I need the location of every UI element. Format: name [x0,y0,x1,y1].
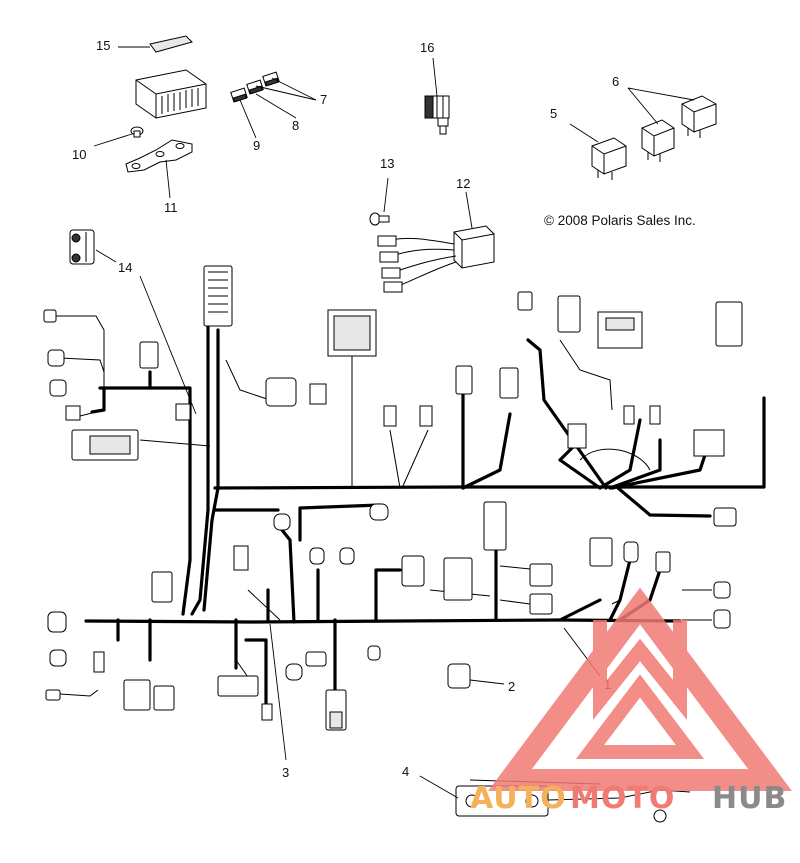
callout-12: 12 [456,176,470,191]
relay-6b [681,95,717,138]
relay-5 [591,137,627,180]
screw [130,126,144,138]
diode-module [424,95,450,135]
copyright-text: © 2008 Polaris Sales Inc. [544,213,696,228]
callout-4: 4 [402,764,409,779]
callout-7: 7 [320,92,327,107]
callout-14: 14 [118,260,132,275]
harness-connectors [43,265,743,731]
thin-wires [56,315,712,785]
callout-13: 13 [380,156,394,171]
switch-14 [69,229,95,265]
callout-9: 9 [253,138,260,153]
watermark-auto: AUTO [470,781,567,816]
callout-labels: 1 2 3 4 5 6 7 8 9 10 11 12 13 14 15 16 [72,38,619,780]
callout-16: 16 [420,40,434,55]
callout-3: 3 [282,765,289,780]
ground-screw [369,212,390,226]
automotohub-watermark-logo [488,587,792,791]
automotohub-watermark-text: AUTO MOTO HUB [470,781,787,816]
fuse-box-bracket [125,139,193,173]
callout-2: 2 [508,679,515,694]
callout-15: 15 [96,38,110,53]
watermark-hub: HUB [712,781,787,816]
callout-8: 8 [292,118,299,133]
relay-6a [641,119,675,162]
watermark-moto: MOTO [570,781,675,816]
control-module [377,225,495,293]
fuse-box [135,35,207,119]
callout-5: 5 [550,106,557,121]
callout-11: 11 [164,200,178,215]
callout-leaders [93,46,695,799]
fuses [230,71,280,103]
callout-6: 6 [612,74,619,89]
callout-10: 10 [72,147,86,162]
